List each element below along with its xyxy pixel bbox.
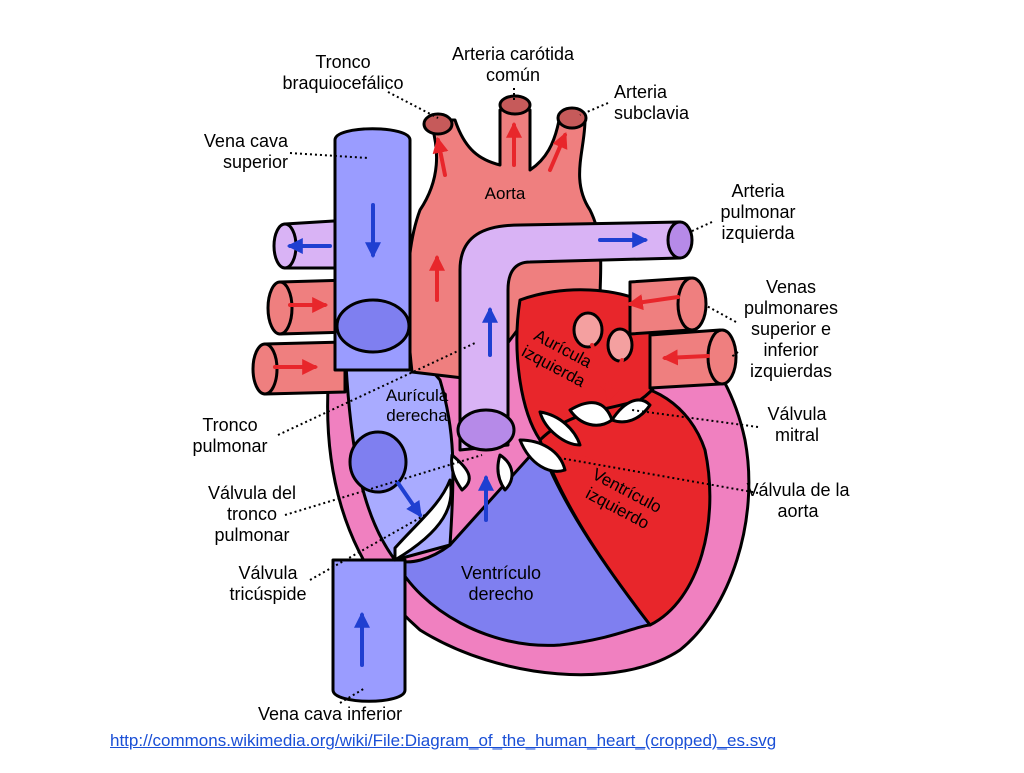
label-arteria-carotida-comun: Arteria carótida común <box>451 44 575 85</box>
label-tronco-pulmonar: Tronco pulmonar <box>192 415 268 456</box>
source-link[interactable]: http://commons.wikimedia.org/wiki/File:D… <box>110 731 777 750</box>
label-valvula-tricuspide: Válvula tricúspide <box>229 563 307 604</box>
label-valvula-mitral: Válvula mitral <box>767 404 827 445</box>
label-aorta: Aorta <box>484 184 526 203</box>
aortic-valve-shape <box>518 438 567 473</box>
label-ventriculo-derecho: Ventrículo derecho <box>460 563 542 604</box>
label-valvula-aorta: Válvula de la aorta <box>746 480 850 521</box>
label-vena-cava-inferior: Vena cava inferior <box>258 704 403 724</box>
label-venas-pulmonares: Venas pulmonares superior e inferior izq… <box>743 277 839 381</box>
label-tronco-braquiocefalico: Tronco braquiocefálico <box>282 52 404 93</box>
label-auricula-derecha: Aurícula derecha <box>385 386 449 425</box>
label-valvula-tronco-pulmonar: Válvula del tronco pulmonar <box>207 483 297 545</box>
label-arteria-subclavia: Arteria subclavia <box>614 82 690 123</box>
tricuspid-valve <box>393 478 453 562</box>
label-arteria-pulmonar-izquierda: Arteria pulmonar izquierda <box>720 181 796 243</box>
vena-cava-inferior-vessel <box>331 558 407 703</box>
label-vena-cava-superior: Vena cava superior <box>203 131 288 172</box>
